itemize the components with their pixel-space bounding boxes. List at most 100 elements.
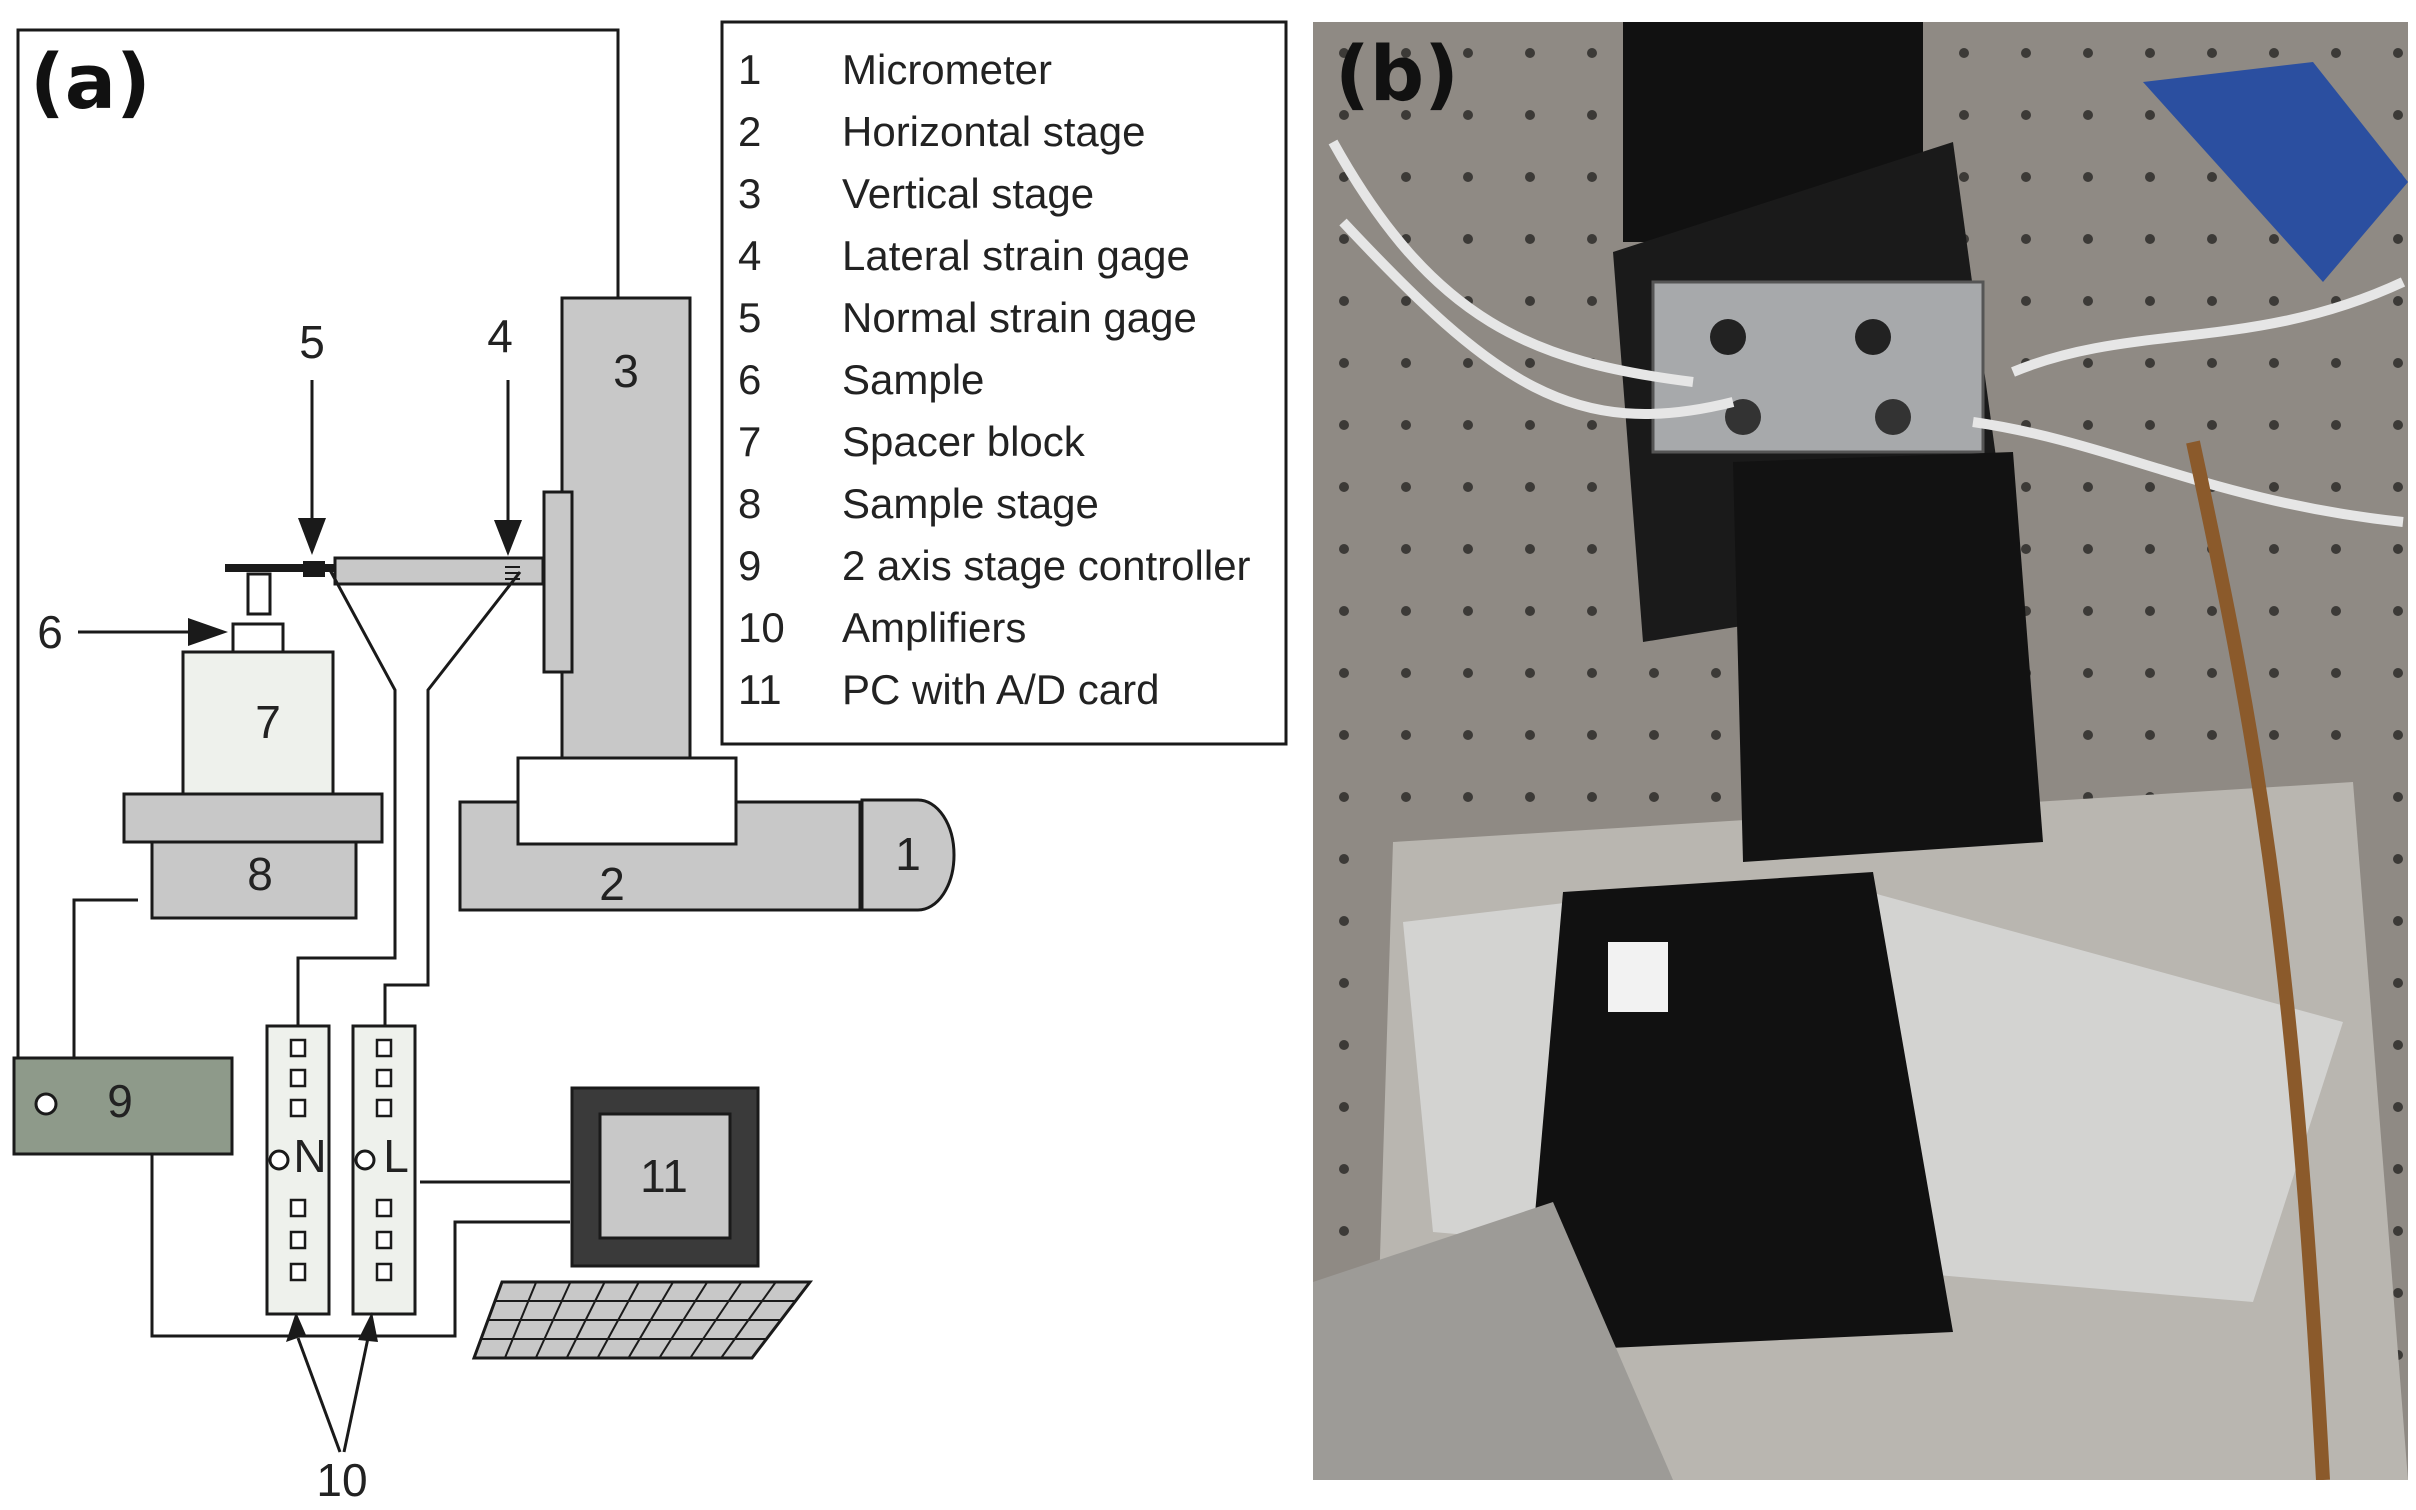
keyboard-col-line xyxy=(689,1281,743,1359)
amplifier-port xyxy=(289,1068,307,1088)
label-8: 8 xyxy=(247,848,273,900)
sample-stage-plate xyxy=(122,792,384,844)
probe-holder xyxy=(246,572,272,616)
amplifier-port xyxy=(375,1262,393,1282)
legend-box xyxy=(720,20,1288,746)
keyboard-col-line xyxy=(503,1281,538,1359)
legend-number: 1 xyxy=(738,46,761,93)
legend-label: PC with A/D card xyxy=(842,666,1159,713)
label-4: 4 xyxy=(487,310,513,362)
wire-bus xyxy=(150,1154,570,1338)
amplifier-lateral-knob xyxy=(354,1149,376,1171)
sample xyxy=(231,622,285,654)
arrow-10a xyxy=(296,1337,342,1453)
legend-label: 2 axis stage controller xyxy=(842,542,1251,589)
panel-b-label: (b) xyxy=(1335,29,1459,118)
cantilever-arm xyxy=(333,556,545,586)
amplifier-port xyxy=(375,1198,393,1218)
legend: 1 Micrometer 2 Horizontal stage 3 Vertical st… xyxy=(738,46,1251,713)
wire-lateral-gage xyxy=(383,571,522,1026)
arrow-10a-head xyxy=(286,1312,306,1342)
wire-controller-to-micrometer xyxy=(16,28,620,1058)
amplifier-port xyxy=(375,1098,393,1118)
vertical-stage-plate xyxy=(542,490,574,674)
panel-a-label: (a) xyxy=(30,37,151,126)
legend-number: 10 xyxy=(738,604,785,651)
amplifier-port xyxy=(375,1038,393,1058)
legend-label: Normal strain gage xyxy=(842,294,1197,341)
label-10: 10 xyxy=(316,1454,367,1506)
legend-label: Sample xyxy=(842,356,984,403)
amplifier-port xyxy=(375,1230,393,1250)
keyboard-col-line xyxy=(534,1281,572,1359)
keyboard-col-line xyxy=(658,1281,709,1359)
horizontal-stage-carriage xyxy=(516,756,738,846)
amplifier-port xyxy=(375,1068,393,1088)
legend-number: 11 xyxy=(738,666,782,713)
carriage-label xyxy=(1608,942,1668,1012)
gage-screw xyxy=(1855,319,1891,355)
wire-controller-to-stage xyxy=(72,898,138,1058)
legend-label: Vertical stage xyxy=(842,170,1094,217)
legend-number: 2 xyxy=(738,108,761,155)
brown-cable xyxy=(2186,440,2330,1480)
label-3: 3 xyxy=(613,345,639,397)
normal-strain-gage xyxy=(303,561,325,577)
amplifier-port xyxy=(289,1098,307,1118)
amplifier-lateral-ports xyxy=(375,1038,393,1282)
legend-number: 8 xyxy=(738,480,761,527)
keyboard-col-line xyxy=(720,1281,777,1359)
legend-label: Sample stage xyxy=(842,480,1099,527)
amplifier-port xyxy=(289,1262,307,1282)
sample-stage-block xyxy=(1733,452,2043,862)
arrow-10b xyxy=(342,1337,370,1453)
keyboard-col-line xyxy=(596,1281,640,1359)
amplifier-normal-ports xyxy=(289,1038,307,1282)
legend-label: Amplifiers xyxy=(842,604,1026,651)
base-block xyxy=(1313,1202,1673,1480)
label-6: 6 xyxy=(37,606,63,658)
legend-number: 5 xyxy=(738,294,761,341)
gage-screw xyxy=(1725,399,1761,435)
label-2: 2 xyxy=(599,858,625,910)
label-1: 1 xyxy=(895,828,921,880)
legend-number: 7 xyxy=(738,418,761,465)
label-9: 9 xyxy=(107,1075,133,1127)
amplifier-port xyxy=(289,1198,307,1218)
gage-screw xyxy=(1710,319,1746,355)
clamp xyxy=(2143,62,2408,282)
amplifier-normal-label: N xyxy=(293,1130,326,1182)
label-5: 5 xyxy=(299,316,325,368)
micrometer xyxy=(860,798,956,912)
sample-stage xyxy=(150,840,358,920)
legend-number: 6 xyxy=(738,356,761,403)
setup-photograph: (b) xyxy=(1313,22,2408,1480)
legend-number: 9 xyxy=(738,542,761,589)
arrow-4-head xyxy=(494,520,522,556)
arrow-6-head xyxy=(188,618,228,646)
pc-screen xyxy=(598,1112,732,1240)
pc-keyboard xyxy=(471,1280,814,1360)
gage-mount xyxy=(1651,280,1985,454)
amplifier-port xyxy=(289,1038,307,1058)
amplifier-normal-knob xyxy=(268,1149,290,1171)
legend-number: 3 xyxy=(738,170,761,217)
amplifier-port xyxy=(289,1230,307,1250)
gage-screw xyxy=(1875,399,1911,435)
arrow-10b-head xyxy=(358,1312,378,1342)
legend-label: Micrometer xyxy=(842,46,1052,93)
controller-knob xyxy=(34,1092,58,1116)
legend-label: Spacer block xyxy=(842,418,1086,465)
legend-label: Horizontal stage xyxy=(842,108,1146,155)
setup-schematic: (a) 2 1 3 5 4 6 7 8 9 N xyxy=(12,20,1288,1506)
wire-normal-gage xyxy=(296,569,397,1026)
spacer-block xyxy=(181,650,335,796)
keyboard-col-line xyxy=(565,1281,606,1359)
legend-label: Lateral strain gage xyxy=(842,232,1190,279)
legend-number: 4 xyxy=(738,232,761,279)
amplifier-lateral-label: L xyxy=(383,1130,409,1182)
keyboard-col-line xyxy=(627,1281,674,1359)
label-7: 7 xyxy=(255,696,281,748)
signal-cables xyxy=(1328,139,2406,527)
arrow-5-head xyxy=(298,518,326,555)
